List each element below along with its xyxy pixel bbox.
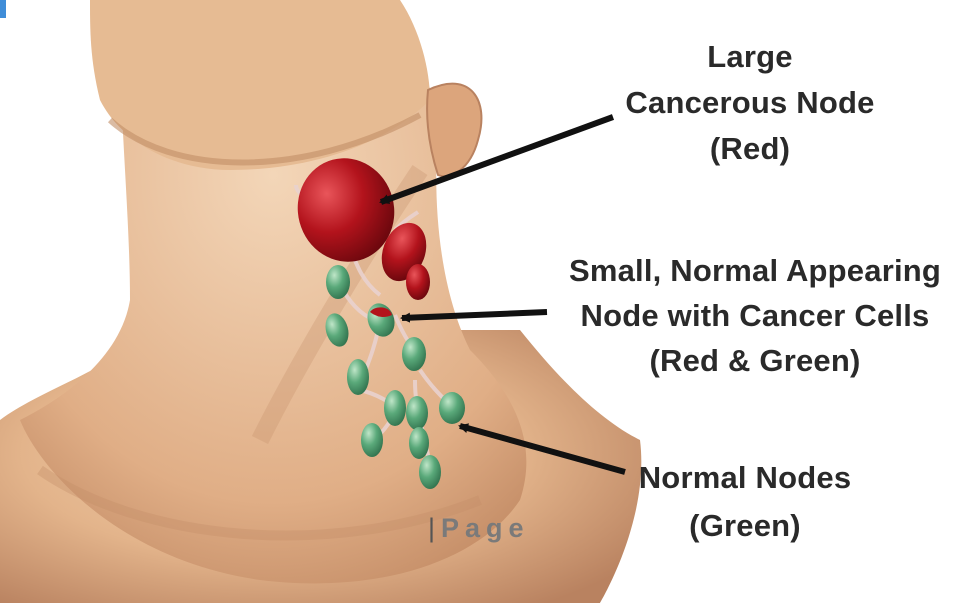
label-large-cancerous-node: Large Cancerous Node (Red) bbox=[600, 34, 900, 172]
footer-separator: | bbox=[428, 513, 435, 543]
label-small-node-with-cancer-cells: Small, Normal Appearing Node with Cancer… bbox=[540, 248, 969, 383]
red-node-small bbox=[406, 264, 430, 300]
label-line: (Green) bbox=[600, 502, 890, 550]
label-line: Normal Nodes bbox=[600, 454, 890, 502]
ear bbox=[427, 84, 481, 177]
footer-page-text: Page bbox=[441, 513, 530, 543]
page-footer: |Page bbox=[428, 513, 530, 544]
label-normal-nodes: Normal Nodes (Green) bbox=[600, 454, 890, 550]
label-line: (Red) bbox=[600, 126, 900, 172]
label-line: Cancerous Node bbox=[600, 80, 900, 126]
label-line: (Red & Green) bbox=[540, 338, 969, 383]
label-line: Small, Normal Appearing bbox=[540, 248, 969, 293]
label-line: Large bbox=[600, 34, 900, 80]
label-line: Node with Cancer Cells bbox=[540, 293, 969, 338]
